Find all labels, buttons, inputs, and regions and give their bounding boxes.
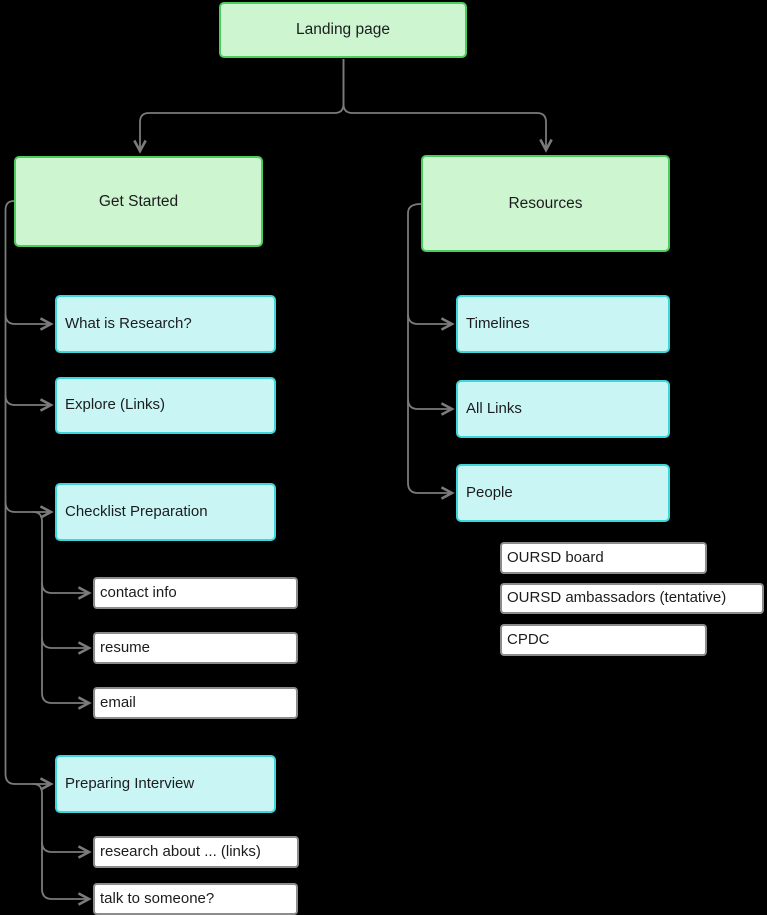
node-label: resume	[100, 638, 151, 656]
node-label: research about ... (links)	[100, 842, 261, 860]
node-contact-info[interactable]: contact info	[93, 577, 298, 609]
node-people[interactable]: People	[456, 464, 670, 522]
node-label: Landing page	[296, 21, 390, 39]
connector-checklist-rail	[32, 511, 92, 710]
node-label: contact info	[100, 583, 177, 601]
connector-landing-to-get-started	[133, 59, 345, 154]
node-email[interactable]: email	[93, 687, 298, 719]
connector-interview-rail	[32, 783, 92, 906]
node-label: Resources	[508, 194, 583, 212]
node-label: email	[100, 693, 136, 711]
node-label: OURSD ambassadors (tentative)	[507, 589, 727, 607]
connector-resources-rail	[407, 203, 455, 500]
node-label: Timelines	[466, 314, 530, 332]
node-label: What is Research?	[65, 314, 192, 332]
node-all-links[interactable]: All Links	[456, 380, 670, 438]
node-resources[interactable]: Resources	[421, 155, 670, 252]
node-checklist-preparation[interactable]: Checklist Preparation	[55, 483, 276, 541]
node-label: OURSD board	[507, 548, 604, 566]
node-label: Explore (Links)	[65, 396, 166, 414]
node-preparing-interview[interactable]: Preparing Interview	[55, 755, 276, 813]
node-label: Get Started	[98, 192, 179, 210]
node-explore-links[interactable]: Explore (Links)	[55, 377, 276, 434]
node-cpdc[interactable]: CPDC	[500, 624, 707, 656]
node-label: People	[466, 483, 513, 501]
node-talk-to-someone[interactable]: talk to someone?	[93, 883, 298, 915]
node-research-about-links[interactable]: research about ... (links)	[93, 836, 299, 868]
node-oursd-ambassadors[interactable]: OURSD ambassadors (tentative)	[500, 583, 764, 614]
connector-landing-to-resources	[342, 59, 553, 153]
node-oursd-board[interactable]: OURSD board	[500, 542, 707, 574]
node-label: All Links	[466, 399, 522, 417]
node-get-started[interactable]: Get Started	[14, 156, 263, 247]
node-resume[interactable]: resume	[93, 632, 298, 664]
node-landing-page[interactable]: Landing page	[219, 2, 467, 58]
node-label: Checklist Preparation	[65, 502, 208, 520]
node-label: CPDC	[507, 630, 550, 648]
node-label: Preparing Interview	[65, 774, 195, 792]
node-label: talk to someone?	[100, 889, 215, 907]
node-timelines[interactable]: Timelines	[456, 295, 670, 353]
connector-get-started-rail	[4, 200, 54, 791]
node-what-is-research[interactable]: What is Research?	[55, 295, 276, 353]
